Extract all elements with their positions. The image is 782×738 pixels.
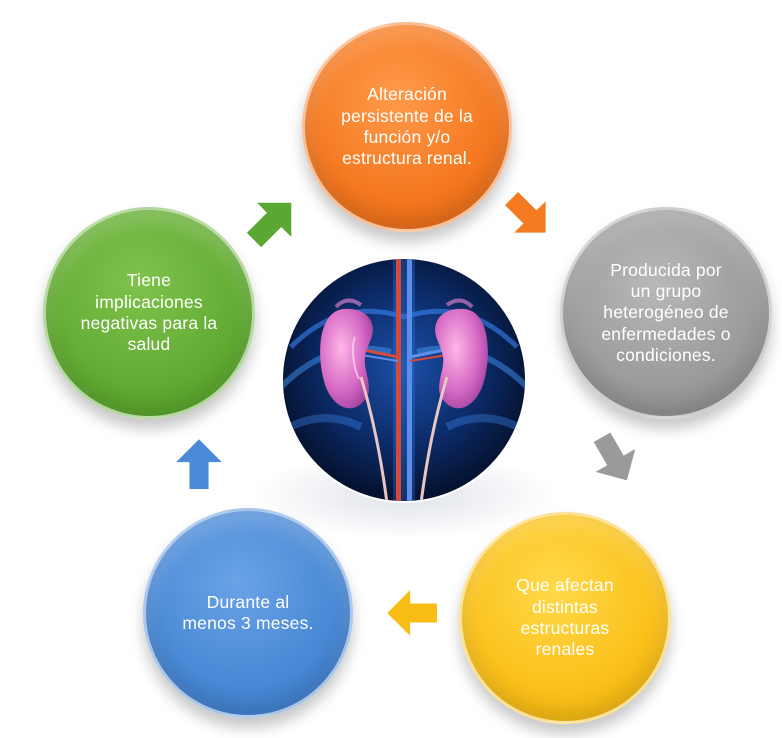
arrow-gray-to-yellow: [591, 430, 638, 483]
arrow-orange-to-gray: [502, 189, 548, 235]
node-blue-label: Durante al menos 3 meses.: [182, 591, 314, 633]
node-gray-label: Producida por un grupo heterogéneo de en…: [601, 259, 731, 366]
kidneys-illustration-icon: [281, 257, 527, 503]
node-yellow-label: Que afectan distintas estructuras renale…: [516, 575, 614, 660]
node-blue: Durante al menos 3 meses.: [143, 508, 353, 718]
node-orange-label: Alteración persistente de la función y/o…: [341, 84, 473, 169]
arrow-blue-to-green: [172, 437, 226, 491]
node-orange: Alteración persistente de la función y/o…: [302, 22, 512, 232]
arrow-yellow-to-blue: [385, 586, 439, 640]
node-gray: Producida por un grupo heterogéneo de en…: [560, 207, 772, 419]
node-green: Tiene implicaciones negativas para la sa…: [43, 207, 255, 419]
node-yellow: Que afectan distintas estructuras renale…: [459, 512, 671, 724]
node-green-label: Tiene implicaciones negativas para la sa…: [80, 270, 218, 355]
arrow-green-to-orange: [244, 201, 293, 250]
